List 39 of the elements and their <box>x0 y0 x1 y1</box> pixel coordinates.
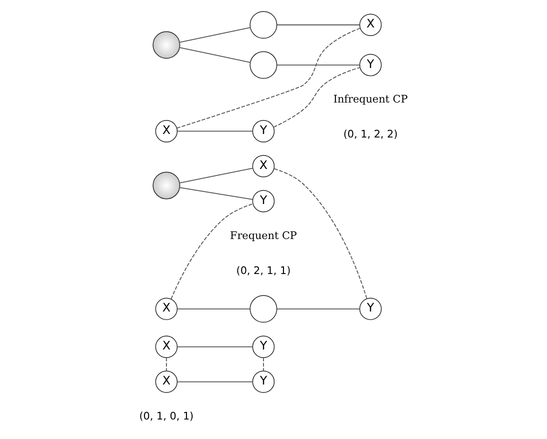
node-circle: X <box>155 298 178 320</box>
node-circle <box>250 295 278 323</box>
connector <box>176 346 254 348</box>
node-circle <box>250 51 278 79</box>
connector <box>176 130 254 132</box>
connector <box>276 308 360 310</box>
node-circle <box>250 11 278 39</box>
connector <box>276 24 360 26</box>
label: (0, 1, 0, 1) <box>139 410 194 422</box>
node-circle: Y <box>252 190 275 212</box>
node-circle: X <box>155 336 178 358</box>
connector <box>179 168 254 184</box>
connector <box>176 381 254 382</box>
connector <box>176 308 250 310</box>
connector <box>179 47 251 63</box>
connector <box>176 28 360 129</box>
connector <box>166 357 167 372</box>
node-circle: X <box>252 155 275 178</box>
label: (0, 2, 1, 1) <box>236 264 291 277</box>
label: (0, 1, 2, 2) <box>343 128 398 141</box>
connector <box>170 203 254 300</box>
connector <box>179 187 253 200</box>
node-circle: Y <box>359 54 382 76</box>
connector <box>179 27 251 43</box>
label: Frequent CP <box>230 230 297 242</box>
label: Infrequent CP <box>333 94 408 106</box>
node-circle <box>152 172 180 200</box>
node-circle: Y <box>252 120 275 142</box>
node-circle: Y <box>252 336 275 358</box>
node-circle <box>152 31 180 59</box>
node-circle: Y <box>359 298 382 320</box>
node-circle: Y <box>252 370 275 393</box>
connector <box>273 67 360 128</box>
connector <box>276 64 360 66</box>
connector <box>263 357 264 372</box>
node-circle: X <box>359 14 382 36</box>
connector <box>274 168 368 299</box>
node-circle: X <box>155 120 178 142</box>
node-circle: X <box>155 370 178 393</box>
